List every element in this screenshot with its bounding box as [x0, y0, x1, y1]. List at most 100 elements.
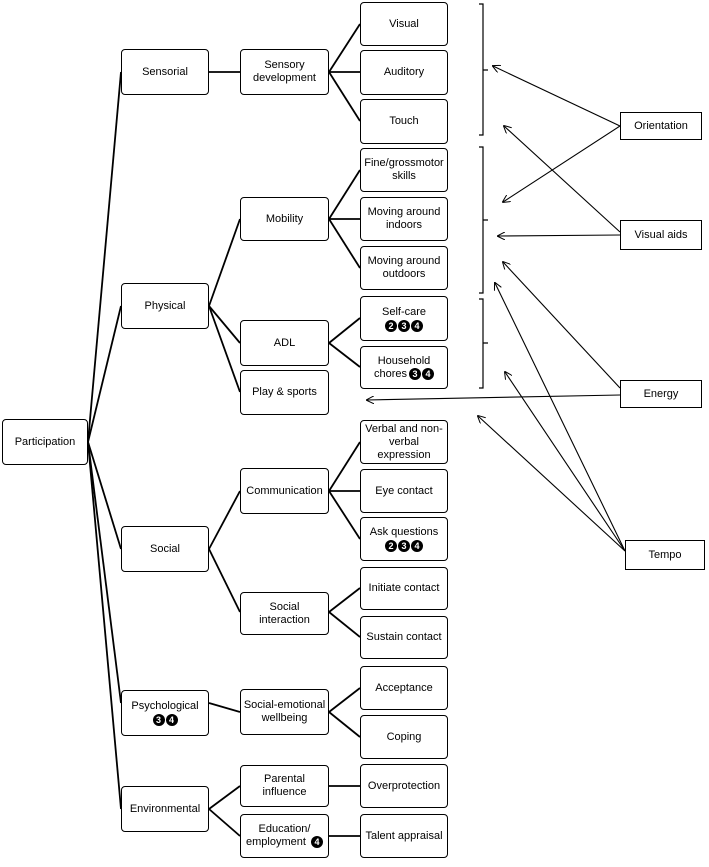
node-social-interaction: Social interaction	[240, 592, 329, 635]
edge-social-communication	[208, 490, 241, 550]
arrow-orientation-mobility	[503, 125, 621, 202]
node-talent-appraisal: Talent appraisal	[360, 814, 448, 858]
node-initiate-contact-label: Initiate contact	[368, 582, 440, 594]
edge-socemo-coping	[328, 711, 361, 738]
node-outdoors-label: Moving around outdoors	[367, 255, 441, 280]
node-overprotection-label: Overprotection	[367, 779, 441, 792]
badge-2: 2	[385, 319, 397, 332]
edge-sensory-visual	[328, 23, 361, 73]
badge-3: 3	[398, 319, 410, 332]
node-household-label: Household	[377, 354, 431, 367]
arrow-visualaids-sensory	[504, 126, 621, 233]
node-social-emotional: Social-emotional wellbeing	[240, 689, 329, 735]
node-household-row: chores 3 4	[373, 367, 435, 381]
edge-physical-mobility	[208, 218, 241, 307]
node-sensory-development-label: Sensory development	[253, 59, 316, 84]
node-visual-label: Visual	[389, 17, 419, 30]
node-tempo-label: Tempo	[648, 548, 682, 561]
node-participation-label: Participation	[14, 435, 76, 448]
edge-participation-social	[87, 441, 122, 550]
node-household: Household chores 3 4	[360, 346, 448, 389]
edge-env-education	[208, 808, 241, 837]
node-physical: Physical	[121, 283, 209, 329]
node-indoors-label: Moving around indoors	[367, 206, 441, 231]
node-adl: ADL	[240, 320, 329, 366]
arrow-energy-play	[367, 394, 621, 400]
node-ask-questions: Ask questions 2 3 4	[360, 517, 448, 561]
edge-participation-physical	[87, 305, 122, 443]
edge-mobility-fine	[328, 169, 361, 220]
edge-psych-socemo	[208, 702, 241, 713]
edge-participation-psychological	[87, 441, 122, 704]
edge-comm-ask	[328, 490, 361, 540]
node-visual-aids-label: Visual aids	[634, 228, 688, 241]
node-indoors: Moving around indoors	[360, 197, 448, 241]
node-coping-label: Coping	[386, 730, 422, 743]
badge-4: 4	[165, 714, 178, 726]
node-social-label: Social	[150, 542, 180, 555]
node-education-text: Education/ employment	[246, 823, 311, 848]
node-overprotection: Overprotection	[360, 764, 448, 808]
arrow-tempo-mobility	[495, 283, 626, 552]
edge-sensory-touch	[328, 71, 361, 122]
node-auditory: Auditory	[360, 50, 448, 95]
edge-physical-play	[208, 305, 241, 393]
badge-group: 2 3 4	[385, 540, 423, 552]
node-social-interaction-label: Social interaction	[259, 600, 310, 626]
node-touch-label: Touch	[389, 115, 419, 127]
badge-4: 4	[411, 319, 423, 332]
node-education-label: Education/ employment 4	[243, 823, 326, 849]
node-physical-label: Physical	[144, 299, 186, 312]
badge-4: 4	[411, 540, 423, 552]
node-touch: Touch	[360, 99, 448, 144]
node-environmental-label: Environmental	[129, 802, 201, 815]
node-sensorial: Sensorial	[121, 49, 209, 95]
node-self-care-label: Self-care	[381, 305, 427, 318]
node-verbal-label: Verbal and non-verbal expression	[365, 422, 443, 461]
badge-4: 4	[422, 368, 435, 380]
node-social: Social	[121, 526, 209, 572]
node-environmental: Environmental	[121, 786, 209, 832]
node-psychological-label: Psychological	[131, 700, 199, 712]
node-psychological: Psychological 3 4	[121, 690, 209, 736]
edge-participation-environmental	[87, 441, 122, 810]
node-tempo: Tempo	[625, 540, 705, 570]
node-initiate-contact: Initiate contact	[360, 567, 448, 610]
badge-4: 4	[310, 836, 323, 849]
node-sustain-contact: Sustain contact	[360, 616, 448, 659]
arrow-tempo-adl	[505, 372, 626, 552]
node-eye-contact-label: Eye contact	[375, 484, 433, 497]
node-fine-gross-label: Fine/grossmotor skills	[364, 157, 444, 182]
arrow-energy-mobility	[503, 262, 621, 389]
node-education: Education/ employment 4	[240, 814, 329, 858]
node-talent-appraisal-label: Talent appraisal	[365, 829, 443, 842]
node-sensory-development: Sensory development	[240, 49, 329, 95]
node-coping: Coping	[360, 715, 448, 759]
edge-socemo-acceptance	[328, 687, 361, 713]
badge-group: 4	[310, 836, 323, 849]
node-orientation: Orientation	[620, 112, 702, 140]
arrow-orientation-sensory	[493, 66, 621, 127]
node-social-emotional-label: Social-emotional wellbeing	[243, 699, 326, 724]
node-play-sports-label: Play & sports	[252, 386, 317, 398]
node-acceptance-label: Acceptance	[375, 681, 433, 694]
node-sensorial-label: Sensorial	[142, 65, 188, 78]
badge-group: 2 3 4	[385, 319, 423, 332]
node-visual: Visual	[360, 2, 448, 46]
edge-adl-selfcare	[328, 317, 361, 344]
edge-comm-verbal	[328, 441, 361, 492]
node-sustain-contact-label: Sustain contact	[366, 631, 442, 643]
arrow-tempo-play	[478, 416, 626, 552]
badge-3: 3	[398, 540, 410, 552]
node-mobility-label: Mobility	[265, 212, 304, 225]
bracket-adl	[479, 298, 488, 389]
node-household-text: chores	[373, 367, 408, 380]
edge-inter-sustain	[328, 611, 361, 638]
bracket-sensory	[479, 3, 488, 136]
edge-env-parental	[208, 785, 241, 810]
badge-3: 3	[152, 714, 165, 726]
edge-social-interaction	[208, 548, 241, 613]
node-play-sports: Play & sports	[240, 370, 329, 415]
badge-3: 3	[409, 368, 422, 380]
